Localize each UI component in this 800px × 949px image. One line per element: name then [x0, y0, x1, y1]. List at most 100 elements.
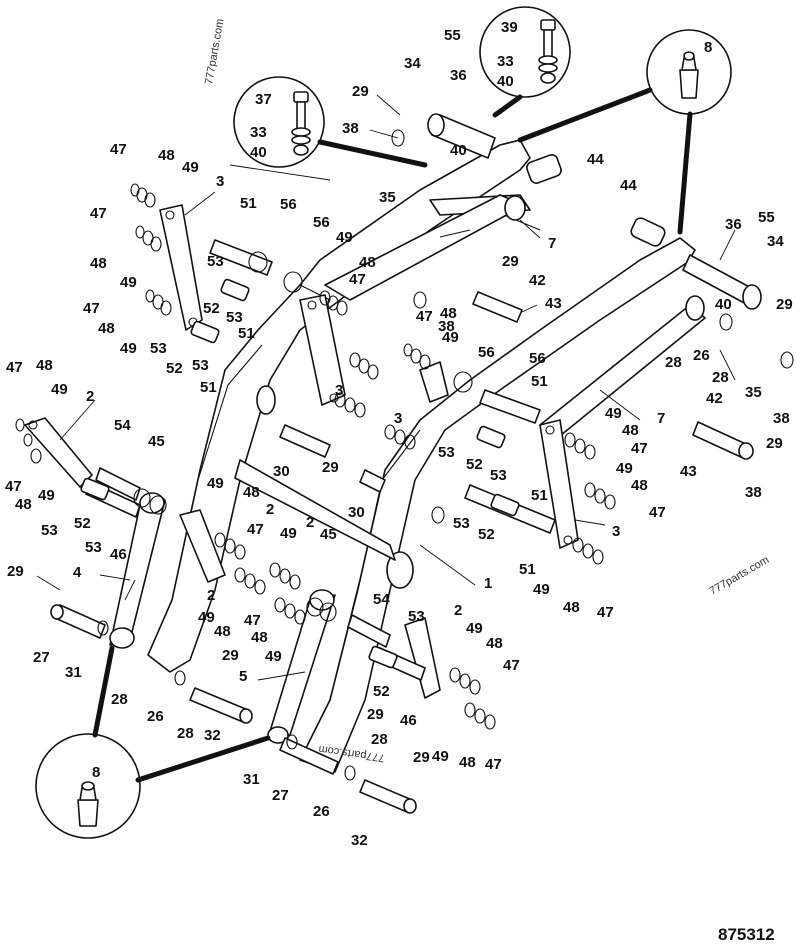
- callout-48: 48: [631, 477, 648, 494]
- callout-3: 3: [612, 523, 620, 540]
- callout-26: 26: [693, 347, 710, 364]
- detail-circle-grease-fitting-top-right: [646, 29, 732, 115]
- callout-49: 49: [605, 405, 622, 422]
- callout-35-top: 35: [379, 189, 396, 206]
- callout-53: 53: [41, 522, 58, 539]
- pin-30-a: [279, 424, 331, 458]
- callout-51: 51: [531, 487, 548, 504]
- pin-43-lower: [692, 421, 754, 460]
- callout-29: 29: [7, 563, 24, 580]
- loader-arm-frame: [147, 139, 696, 773]
- callout-26: 26: [147, 708, 164, 725]
- link-2-left: [24, 417, 93, 488]
- knurled-bushings: [80, 278, 520, 669]
- callout-49: 49: [533, 581, 550, 598]
- callout-56: 56: [478, 344, 495, 361]
- callout-47: 47: [90, 205, 107, 222]
- link-4: [109, 492, 166, 649]
- callout-49: 49: [265, 648, 282, 665]
- callout-47: 47: [349, 271, 366, 288]
- callout-labels: 55 39 34 36 33 40 8 37 29 38 33 40 40 44…: [5, 19, 793, 849]
- callout-27: 27: [33, 649, 50, 666]
- callout-49: 49: [336, 229, 353, 246]
- callout-51: 51: [238, 325, 255, 342]
- callout-3: 3: [394, 410, 402, 427]
- callout-33-top: 33: [497, 53, 514, 70]
- callout-29: 29: [413, 749, 430, 766]
- callout-47: 47: [83, 300, 100, 317]
- callout-48: 2: [266, 501, 274, 518]
- callout-47: 47: [485, 756, 502, 773]
- pin-32-lower: [359, 779, 417, 814]
- callout-53: 53: [150, 340, 167, 357]
- callout-49: 49: [466, 620, 483, 637]
- callout-49: 49: [120, 340, 137, 357]
- pin-54-b: [347, 614, 391, 648]
- callout-29: 29: [766, 435, 783, 452]
- callout-52: 52: [373, 683, 390, 700]
- figure-number: 875312: [718, 925, 775, 944]
- callout-52: 52: [478, 526, 495, 543]
- callout-31: 31: [65, 664, 82, 681]
- callout-48: 48: [459, 754, 476, 771]
- callout-52: 52: [203, 300, 220, 317]
- callout-47: 47: [416, 308, 433, 325]
- pin-32-left: [189, 687, 253, 724]
- callout-40-right: 40: [715, 296, 732, 313]
- callout-43: 43: [545, 295, 562, 312]
- callout-54: 54: [373, 591, 390, 608]
- callout-8-top: 8: [704, 39, 712, 56]
- callout-34-top: 34: [404, 55, 421, 72]
- callout-7-top: 7: [548, 235, 556, 252]
- callout-53: 53: [85, 539, 102, 556]
- callout-28: 28: [111, 691, 128, 708]
- callout-28: 28: [712, 369, 729, 386]
- callout-53: 53: [226, 309, 243, 326]
- callout-7-right: 7: [657, 410, 665, 427]
- detail-leaders: [92, 87, 693, 783]
- callout-53: 53: [192, 357, 209, 374]
- callout-52: 52: [74, 515, 91, 532]
- bushing-44-top: [526, 154, 562, 184]
- callout-5: 5: [239, 668, 247, 685]
- link-plate-3-right: [539, 419, 579, 549]
- callout-48: 48: [440, 305, 457, 322]
- callout-30: 30: [348, 504, 365, 521]
- callout-47: 47: [5, 478, 22, 495]
- callout-49: 49: [207, 475, 224, 492]
- callout-47: 47: [649, 504, 666, 521]
- callout-29: 29: [776, 296, 793, 313]
- link-plate-3-middle: [299, 294, 346, 406]
- pivot-pin-36-top: [427, 113, 496, 159]
- callout-47: 47: [6, 359, 23, 376]
- callout-55-right: 55: [758, 209, 775, 226]
- callout-49: 49: [182, 159, 199, 176]
- detail-circle-grease-fitting-bottom-left: [35, 733, 141, 839]
- callout-29: 29: [222, 647, 239, 664]
- callout-49: 49: [280, 525, 297, 542]
- callout-55-top: 55: [444, 27, 461, 44]
- pin-27-left: [50, 604, 106, 639]
- callout-56: 56: [313, 214, 330, 231]
- callout-2: 2: [207, 587, 215, 604]
- callout-27: 27: [272, 787, 289, 804]
- callout-38: 38: [438, 318, 455, 335]
- callout-48: 48: [158, 147, 175, 164]
- pin-27-lower: [279, 737, 339, 775]
- callout-44-right: 44: [620, 177, 637, 194]
- callout-leaders: [36, 94, 736, 681]
- callout-30: 30: [273, 463, 290, 480]
- callout-54: 54: [114, 417, 131, 434]
- callout-29: 29: [502, 253, 519, 270]
- callout-35-right: 35: [745, 384, 762, 401]
- callout-46: 46: [400, 712, 417, 729]
- callout-49: 49: [616, 460, 633, 477]
- link-2-lower: [404, 617, 441, 699]
- callout-47: 47: [110, 141, 127, 158]
- callout-34-right: 34: [767, 233, 784, 250]
- callout-2: 2: [86, 388, 94, 405]
- watermark-right: 777parts.com: [708, 554, 772, 598]
- callout-52: 52: [166, 360, 183, 377]
- callout-40-mid: 40: [450, 142, 467, 159]
